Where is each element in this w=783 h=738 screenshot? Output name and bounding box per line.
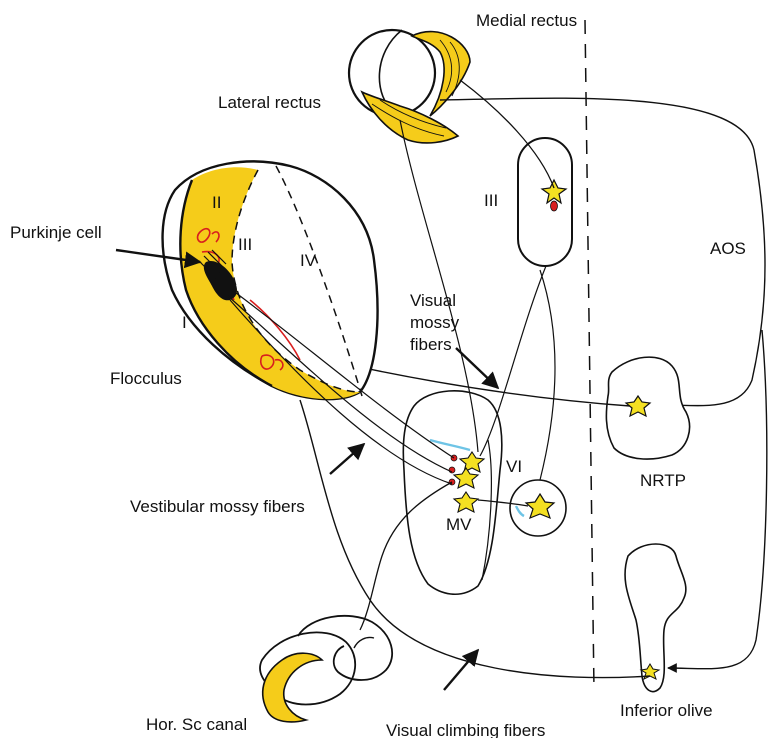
label-zone-3: III — [238, 235, 252, 254]
label-lateral-rectus: Lateral rectus — [218, 93, 321, 112]
mv-nucleus-outline — [403, 391, 502, 594]
label-nrtp: NRTP — [640, 471, 686, 490]
abducens-to-lateral-rectus — [540, 270, 555, 480]
label-oculomotor-nucleus: III — [484, 191, 498, 210]
label-visual-mossy-fibers-line1: Visual — [410, 291, 456, 310]
label-visual-climbing-fibers: Visual climbing fibers — [386, 721, 545, 738]
label-vestibular-mossy-fibers: Vestibular mossy fibers — [130, 497, 305, 516]
nrtp-outline — [606, 357, 689, 459]
label-vi: VI — [506, 457, 522, 476]
vestibular-mossy-fibers-arrow — [330, 444, 364, 474]
label-medial-rectus: Medial rectus — [476, 11, 577, 30]
label-zone-1: I — [182, 313, 187, 332]
label-flocculus: Flocculus — [110, 369, 182, 388]
label-purkinje-cell: Purkinje cell — [10, 223, 102, 242]
label-mv: MV — [446, 515, 472, 534]
label-aos: AOS — [710, 239, 746, 258]
flocculus — [163, 161, 378, 399]
visual-mossy-fibers-arrow — [456, 348, 498, 388]
label-inferior-olive: Inferior olive — [620, 701, 713, 720]
label-visual-mossy-fibers-line2: mossy — [410, 313, 460, 332]
label-zone-4: IV — [300, 251, 317, 270]
oculomotor-nucleus-capsule — [518, 138, 572, 266]
label-visual-mossy-fibers-line3: fibers — [410, 335, 452, 354]
horizontal-semicircular-canal — [260, 616, 392, 722]
label-zone-2: II — [212, 193, 221, 212]
label-hor-sc-canal: Hor. Sc canal — [146, 715, 247, 734]
midline — [585, 20, 594, 690]
